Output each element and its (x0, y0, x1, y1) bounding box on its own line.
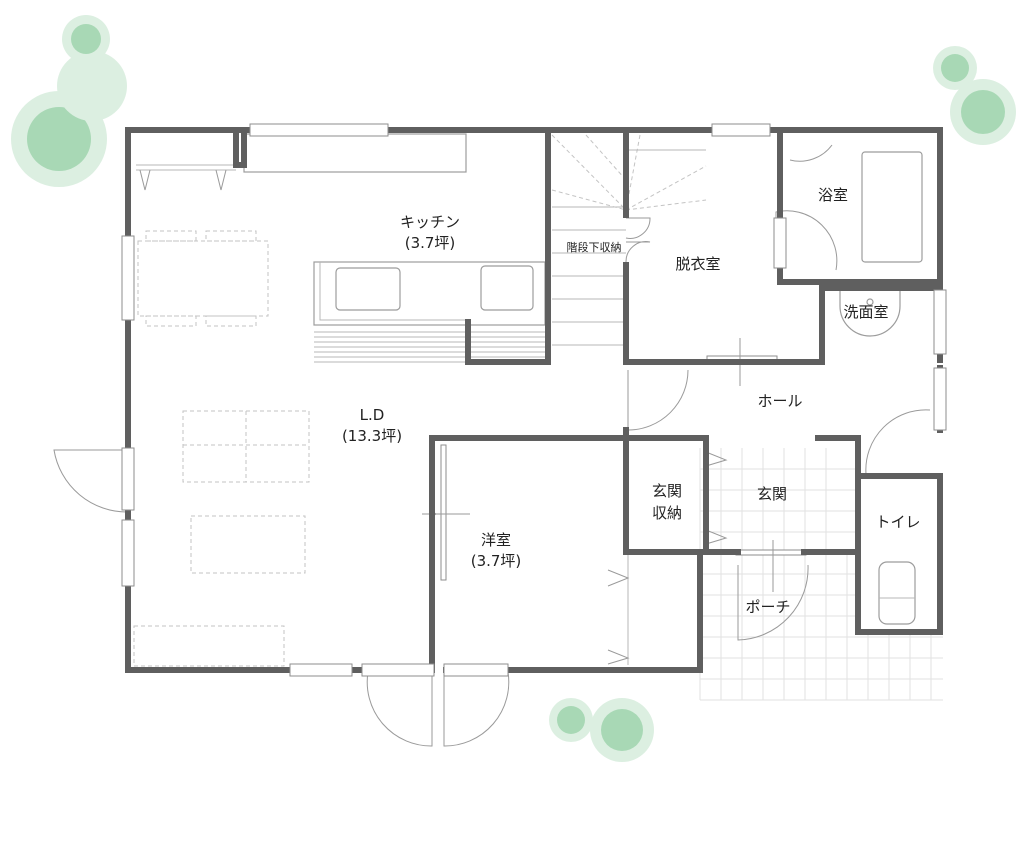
tv-board (133, 625, 285, 667)
closet-shelf (136, 164, 236, 191)
entrance-storage-label-1: 玄関 (652, 482, 682, 500)
sink-icon (480, 265, 534, 311)
toilet-label: トイレ (875, 513, 920, 531)
toilet-icon (878, 561, 916, 625)
kitchen-label: キッチン (400, 213, 460, 231)
tree-icon (590, 698, 654, 762)
tree-icon (57, 51, 127, 121)
tree-icon (549, 698, 593, 742)
kitchen-step-slats (314, 331, 545, 363)
stairs-icon (551, 134, 707, 346)
walls (125, 127, 943, 673)
door-swing-icon (53, 144, 931, 747)
window-icon (121, 123, 947, 677)
bath-label: 浴室 (818, 186, 848, 204)
porch-tiles (699, 448, 943, 701)
washroom-label: 洗面室 (843, 303, 888, 321)
low-table (190, 515, 306, 574)
tree-icon (950, 79, 1016, 145)
tree-icon (933, 46, 977, 90)
kitchen-back-counter (243, 133, 467, 173)
ld-area: (13.3坪) (342, 427, 402, 445)
washbasin-icon (839, 289, 901, 337)
western-room-closet (607, 555, 630, 665)
sofa (182, 410, 310, 483)
hall-label: ホール (757, 392, 802, 410)
dressing-room-label: 脱衣室 (675, 255, 720, 273)
kitchen-island (313, 261, 546, 326)
dining-set (137, 230, 269, 327)
entrance-storage-label-2: 収納 (652, 504, 682, 522)
tree-icon (62, 15, 110, 63)
porch-label: ポーチ (745, 598, 790, 616)
ld-label: L.D (360, 406, 385, 424)
kitchen-area: (3.7坪) (405, 234, 456, 252)
western-room-label: 洋室 (481, 531, 511, 549)
under-stairs-storage-label: 階段下収納 (567, 240, 622, 254)
entrance-label: 玄関 (757, 485, 787, 503)
western-room-area: (3.7坪) (471, 552, 522, 570)
bathtub-icon (861, 151, 923, 263)
stove-icon (335, 267, 401, 311)
